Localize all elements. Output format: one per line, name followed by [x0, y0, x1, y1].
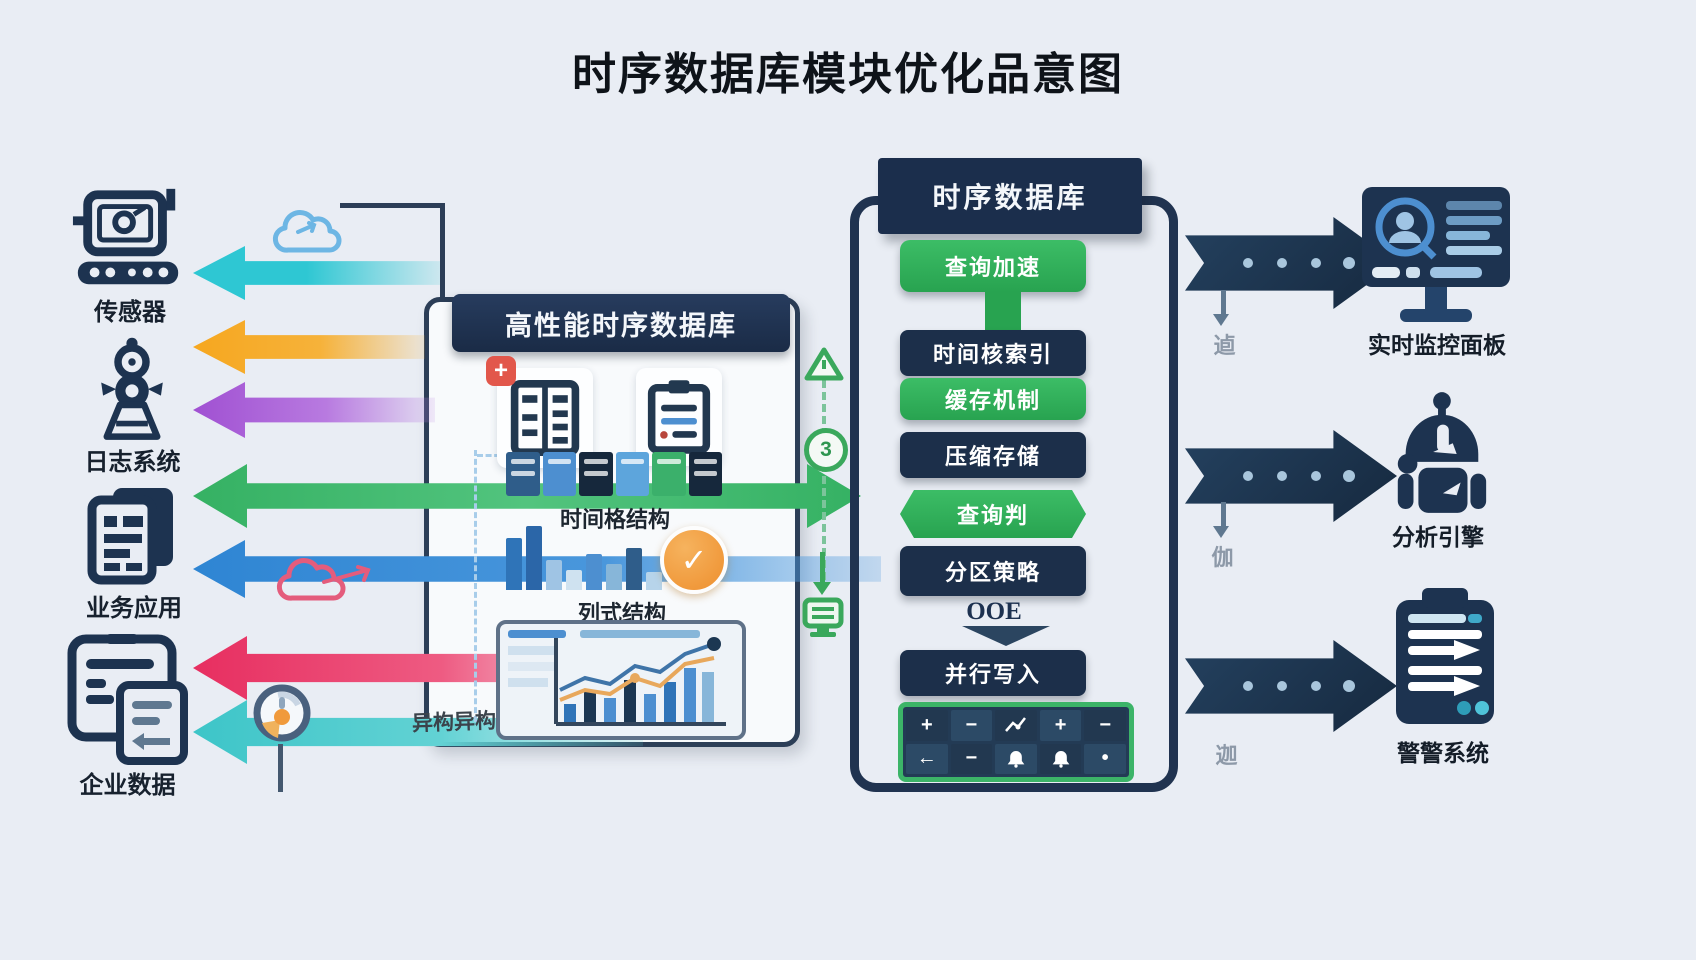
ingest-arrow-orange — [193, 320, 425, 374]
high-performance-tsdb-header: 高性能时序数据库 — [452, 294, 790, 352]
log-system-icon — [90, 336, 174, 444]
thumb-tile — [615, 452, 649, 496]
module-compressed-storage: 压缩存储 — [900, 432, 1086, 478]
module-partition-strategy: 分区策略 — [900, 546, 1086, 596]
thumb-tile — [579, 452, 613, 496]
output-arrow-analytics — [1185, 430, 1397, 522]
garbled-glyph: 伽 — [1211, 545, 1235, 570]
banner-down-arrowhead — [1213, 526, 1229, 538]
banner-down-arrowhead — [1213, 314, 1229, 326]
module-query-acceleration: 查询加速 — [900, 240, 1086, 292]
enterprise-data-icon — [66, 633, 188, 765]
output-label-monitoring: 实时监控面板 — [1368, 332, 1506, 358]
minus-icon: − — [1084, 710, 1126, 741]
banner-down-connector — [1221, 502, 1226, 526]
connector-line-top-horizontal — [340, 203, 444, 208]
clipboard-notes-icon — [636, 368, 722, 466]
module-cache-mechanism: 缓存机制 — [900, 378, 1086, 420]
tsdb-panel-header: 时序数据库 — [878, 158, 1142, 234]
ingest-arrow-purple — [193, 382, 435, 438]
module-time-index: 时间核索引 — [900, 330, 1086, 376]
warning-triangle-icon — [804, 346, 844, 382]
down-arrow-line — [820, 552, 825, 582]
source-label-business-app: 业务应用 — [86, 595, 182, 622]
gauge-connector-line — [278, 744, 283, 792]
dashed-flow-connector — [822, 380, 826, 580]
dashed-guide-vertical — [474, 450, 477, 722]
trend-icon — [995, 710, 1037, 741]
add-badge: + — [486, 356, 516, 386]
garbled-glyph: 逌 — [1213, 333, 1237, 358]
output-label-alerting: 警警系统 — [1397, 740, 1489, 766]
operator-icon-grid: +−+−←−• — [898, 702, 1134, 782]
bell-icon — [1039, 743, 1082, 774]
cloud-sketch-icon-blue — [268, 202, 348, 260]
ooe-down-triangle — [962, 626, 1050, 646]
thumb-tile — [542, 452, 576, 496]
trend-chart-panel — [496, 620, 746, 740]
heterogeneous-annotation: 异构异构 — [411, 709, 497, 736]
module-query-plan: 查询判 — [900, 490, 1086, 538]
gauge-icon — [250, 681, 314, 745]
thumb-tile — [506, 452, 540, 496]
source-label-enterprise-data: 企业数据 — [79, 772, 176, 799]
down-arrow-head — [813, 582, 831, 595]
banner-down-connector — [1221, 290, 1226, 314]
minus-icon: − — [950, 743, 993, 774]
page-title: 时序数据库模块优化品意图 — [572, 50, 1124, 99]
garbled-glyph: 迦 — [1215, 743, 1239, 768]
column-bars-chart — [506, 524, 678, 590]
step-3-badge: 3 — [804, 428, 848, 472]
robot-icon — [1386, 390, 1494, 520]
thumb-tile — [688, 452, 722, 496]
ooe-label: OOE — [966, 598, 1022, 625]
bell-icon — [995, 743, 1037, 774]
dot-icon: • — [1084, 743, 1126, 774]
output-label-analytics: 分析引擎 — [1392, 524, 1484, 550]
module-parallel-write: 并行写入 — [900, 650, 1086, 696]
module-thumbnail-strip — [506, 452, 722, 496]
output-arrow-alerting — [1185, 640, 1397, 732]
source-label-sensor: 传感器 — [94, 299, 166, 326]
check-badge-icon: ✓ — [660, 526, 728, 594]
source-label-log-system: 日志系统 — [84, 449, 181, 476]
business-app-icon — [83, 484, 180, 586]
monitor-icon — [1358, 183, 1514, 325]
row-structure-label: 时间格结构 — [559, 507, 670, 532]
module-connector-stub — [985, 292, 1021, 334]
arrow-left-icon: ← — [906, 743, 948, 774]
display-scale-icon — [800, 596, 846, 640]
sensor-icon — [70, 188, 188, 290]
cloud-sketch-icon-pink — [274, 548, 378, 610]
clipboard-icon — [1392, 584, 1498, 726]
connector-line-top-vertical — [440, 203, 445, 299]
plus-icon: + — [906, 710, 948, 741]
thumb-tile — [652, 452, 686, 496]
minus-icon: − — [950, 710, 993, 741]
plus-icon: + — [1039, 710, 1082, 741]
